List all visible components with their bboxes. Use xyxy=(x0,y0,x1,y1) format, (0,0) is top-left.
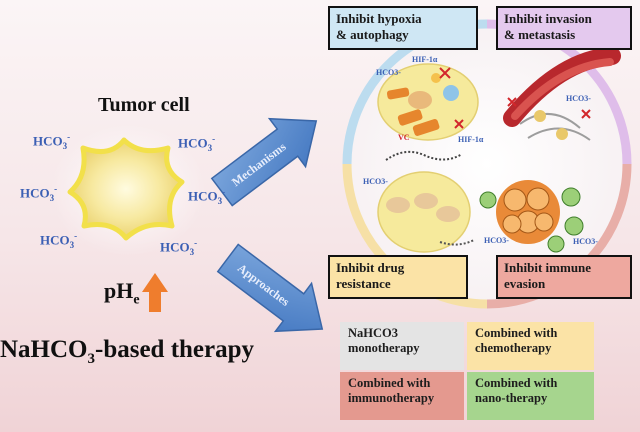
ph-e-label: pHe xyxy=(104,278,140,308)
hif-label: HIF-1α xyxy=(412,55,438,64)
tumor-cell-title: Tumor cell xyxy=(98,94,190,116)
immune-evasion-illustration xyxy=(479,180,584,253)
tumor-cell-shape xyxy=(50,124,206,256)
metastasis-illustration xyxy=(503,47,621,141)
hco3-label: HCO3- xyxy=(40,231,78,250)
mechanism-box-hypoxia: Inhibit hypoxia& autophagy xyxy=(328,6,478,50)
hco3-small-label: HCO3- xyxy=(363,177,388,186)
hco3-small-label: HCO3- xyxy=(566,94,591,103)
hypoxia-illustration xyxy=(377,63,479,141)
vc-label: VC xyxy=(398,133,410,142)
hco3-small-label: HCO3- xyxy=(484,236,509,245)
hco3-small-label: HCO3- xyxy=(376,68,401,77)
hco3-label: HCO3- xyxy=(33,132,71,151)
up-arrow-icon xyxy=(142,273,168,312)
main-title: NaHCO3-based therapy xyxy=(0,336,255,367)
mechanism-box-invasion: Inhibit invasion& metastasis xyxy=(496,6,632,50)
hco3-label: HCO3- xyxy=(178,134,216,153)
hco3-small-label: HCO3- xyxy=(573,237,598,246)
hif-label-2: HIF-1α xyxy=(458,135,484,144)
hco3-label: HCO3- xyxy=(20,184,58,203)
hco3-label: HCO3- xyxy=(160,238,198,257)
drug-resistance-illustration xyxy=(377,150,475,253)
hco3-label: HCO3- xyxy=(188,187,226,206)
